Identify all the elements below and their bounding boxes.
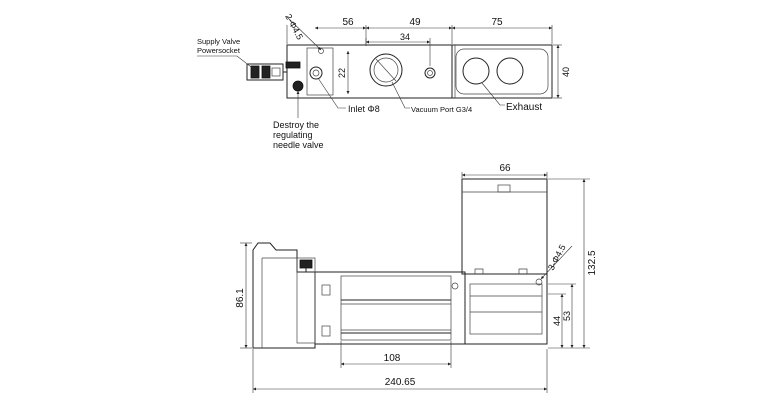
top-housing [461,178,548,275]
power-socket [246,63,287,81]
dim-108: 108 [384,353,401,364]
dim-40: 40 [561,67,571,77]
label-plate [285,61,301,69]
exhaust-port-left [462,57,490,85]
dim-56: 56 [342,17,354,28]
dim-86-1: 86.1 [235,288,246,308]
needle-valve-knob [292,80,304,92]
dim-34: 34 [400,32,410,42]
dim-75: 75 [491,17,503,28]
label-inlet: Inlet Φ8 [348,104,380,114]
dim-132-5: 132.5 [587,250,598,275]
inlet-block [306,47,334,96]
top-view-body [286,44,553,99]
vacuum-port [369,53,403,87]
label-destroy-3: needle valve [273,140,324,150]
dim-holes-front: 3-Φ4.5 [546,243,568,272]
exhaust-body [464,273,548,345]
label-supply-2: Powersocket [197,46,241,55]
needle-knob [299,259,313,269]
exhaust-housing [455,48,549,95]
front-view: 66 132.5 44 53 3-Φ4.5 86.1 108 240.65 [235,163,598,393]
exhaust-port-right [496,57,524,85]
label-vacuum-port: Vacuum Port G3/4 [411,105,472,114]
small-port [424,67,436,79]
label-supply-1: Supply Valve [197,37,240,46]
dim-22: 22 [337,68,347,78]
top-view: 56 49 75 34 22 40 2-Φ4.5 Supply Valve Po… [197,12,571,150]
inlet-fitting [309,66,323,80]
label-destroy-1: Destroy the [273,120,319,130]
label-exhaust: Exhaust [506,102,542,113]
dim-holes-top: 2-Φ4.5 [283,12,305,41]
dim-240-65: 240.65 [385,377,416,388]
mounting-hole [318,48,324,54]
dim-66: 66 [499,163,511,174]
dim-44: 44 [552,316,562,326]
dim-53: 53 [562,311,572,321]
dim-49: 49 [409,17,421,28]
label-destroy-2: regulating [273,130,313,140]
